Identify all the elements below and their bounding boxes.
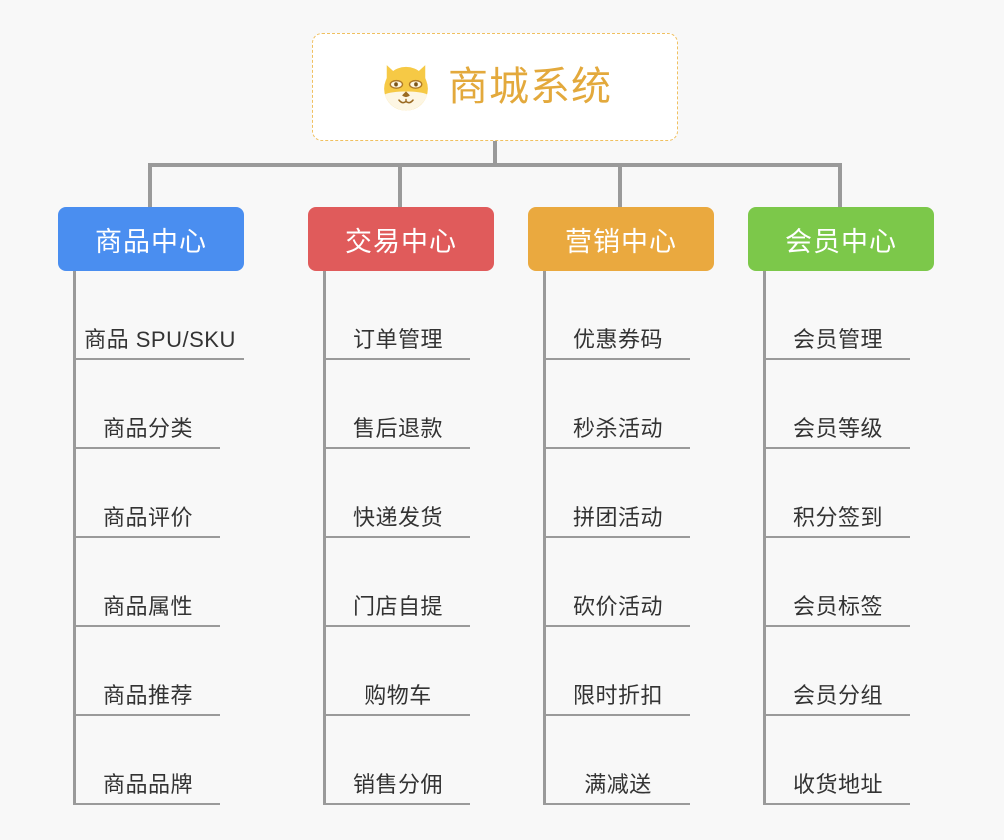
branch-header-label: 商品中心 — [95, 226, 207, 257]
list-item[interactable]: 商品品牌 — [76, 716, 220, 805]
list-item[interactable]: 销售分佣 — [326, 716, 470, 805]
list-item-label: 会员标签 — [792, 594, 883, 619]
connector-bus — [148, 163, 842, 167]
list-item[interactable]: 积分签到 — [766, 449, 910, 538]
branch-items-product-center: 商品 SPU/SKU 商品分类 商品评价 商品属性 商品推荐 商品品牌 — [73, 271, 244, 805]
list-item-label: 砍价活动 — [572, 594, 663, 619]
list-item-label: 积分签到 — [792, 505, 883, 530]
list-item[interactable]: 商品评价 — [76, 449, 220, 538]
list-item-label: 销售分佣 — [352, 772, 443, 797]
list-item[interactable]: 门店自提 — [326, 538, 470, 627]
branch-items-marketing-center: 优惠券码 秒杀活动 拼团活动 砍价活动 限时折扣 满减送 — [543, 271, 714, 805]
list-item[interactable]: 订单管理 — [326, 271, 470, 360]
list-item-label: 商品 SPU/SKU — [84, 327, 236, 352]
list-item[interactable]: 会员管理 — [766, 271, 910, 360]
branch-product-center: 商品中心 商品 SPU/SKU 商品分类 商品评价 商品属性 商品推荐 商品品牌 — [58, 207, 244, 805]
branch-header-label: 交易中心 — [345, 226, 457, 257]
list-item-label: 购物车 — [364, 683, 432, 708]
list-item-label: 收货地址 — [792, 772, 883, 797]
list-item[interactable]: 商品属性 — [76, 538, 220, 627]
list-item-label: 会员分组 — [792, 683, 883, 708]
list-item[interactable]: 秒杀活动 — [546, 360, 690, 449]
list-item-label: 售后退款 — [352, 416, 443, 441]
list-item-label: 优惠券码 — [572, 327, 663, 352]
list-item-label: 商品品牌 — [102, 772, 193, 797]
connector-drop-1 — [148, 163, 152, 207]
list-item[interactable]: 限时折扣 — [546, 627, 690, 716]
root-title: 商城系统 — [448, 65, 612, 109]
list-item[interactable]: 会员等级 — [766, 360, 910, 449]
list-item[interactable]: 快递发货 — [326, 449, 470, 538]
list-item[interactable]: 会员分组 — [766, 627, 910, 716]
branch-items-member-center: 会员管理 会员等级 积分签到 会员标签 会员分组 收货地址 — [763, 271, 934, 805]
list-item-label: 满减送 — [584, 772, 652, 797]
list-item[interactable]: 购物车 — [326, 627, 470, 716]
list-item[interactable]: 会员标签 — [766, 538, 910, 627]
branch-items-trade-center: 订单管理 售后退款 快递发货 门店自提 购物车 销售分佣 — [323, 271, 494, 805]
list-item-label: 门店自提 — [352, 594, 443, 619]
branch-header-member-center[interactable]: 会员中心 — [748, 207, 934, 271]
list-item[interactable]: 售后退款 — [326, 360, 470, 449]
list-item[interactable]: 商品推荐 — [76, 627, 220, 716]
branch-header-marketing-center[interactable]: 营销中心 — [528, 207, 714, 271]
list-item-label: 商品属性 — [102, 594, 193, 619]
list-item-label: 商品分类 — [102, 416, 193, 441]
list-item[interactable]: 收货地址 — [766, 716, 910, 805]
list-item-label: 会员等级 — [792, 416, 883, 441]
list-item-label: 限时折扣 — [572, 683, 663, 708]
connector-drop-2 — [398, 163, 402, 207]
list-item-label: 拼团活动 — [572, 505, 663, 530]
list-item[interactable]: 商品 SPU/SKU — [76, 271, 244, 360]
list-item-label: 秒杀活动 — [572, 416, 663, 441]
branch-marketing-center: 营销中心 优惠券码 秒杀活动 拼团活动 砍价活动 限时折扣 满减送 — [528, 207, 714, 805]
branch-trade-center: 交易中心 订单管理 售后退款 快递发货 门店自提 购物车 销售分佣 — [308, 207, 494, 805]
connector-stem — [493, 141, 497, 166]
branch-member-center: 会员中心 会员管理 会员等级 积分签到 会员标签 会员分组 收货地址 — [748, 207, 934, 805]
list-item-label: 快递发货 — [352, 505, 443, 530]
list-item[interactable]: 拼团活动 — [546, 449, 690, 538]
list-item-label: 会员管理 — [792, 327, 883, 352]
connector-drop-3 — [618, 163, 622, 207]
branch-header-label: 会员中心 — [785, 226, 897, 257]
list-item[interactable]: 优惠券码 — [546, 271, 690, 360]
list-item-label: 订单管理 — [352, 327, 443, 352]
branch-header-trade-center[interactable]: 交易中心 — [308, 207, 494, 271]
list-item[interactable]: 满减送 — [546, 716, 690, 805]
list-item-label: 商品评价 — [102, 505, 193, 530]
list-item-label: 商品推荐 — [102, 683, 193, 708]
shiba-dog-face-icon — [384, 65, 428, 111]
connector-drop-4 — [838, 163, 842, 207]
branch-header-product-center[interactable]: 商品中心 — [58, 207, 244, 271]
branch-header-label: 营销中心 — [565, 226, 677, 257]
list-item[interactable]: 商品分类 — [76, 360, 220, 449]
root-node[interactable]: 商城系统 — [312, 33, 678, 141]
list-item[interactable]: 砍价活动 — [546, 538, 690, 627]
